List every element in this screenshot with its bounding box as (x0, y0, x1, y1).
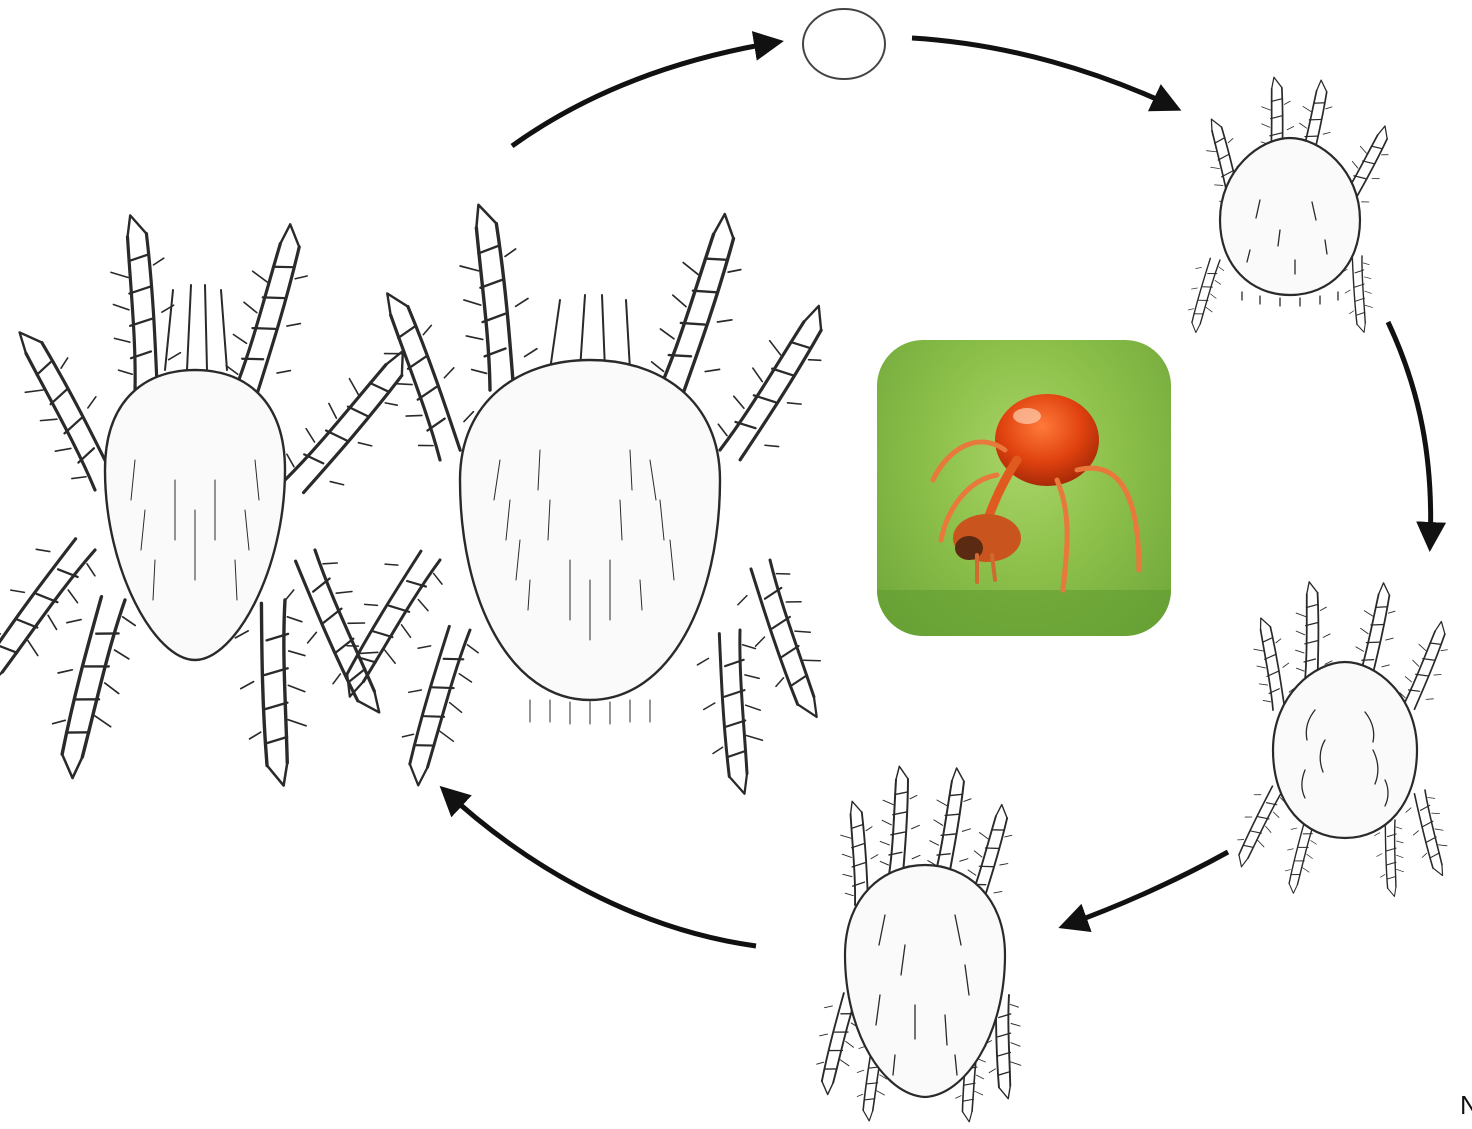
red-velvet-mite-photo (877, 340, 1171, 636)
deutonymph-mite-icon (812, 765, 1031, 1122)
arrow-protonymph-to-deutonymph (1064, 852, 1228, 926)
arrow-deutonymph-to-adult (444, 790, 756, 946)
larva-mite-icon (1184, 76, 1398, 336)
arrow-larva-to-protonymph (1388, 322, 1431, 546)
corner-label: N (1460, 1090, 1472, 1121)
egg-icon (803, 9, 885, 79)
arrow-adult-to-egg (512, 42, 778, 146)
protonymph-mite-icon (1229, 580, 1461, 898)
adult-male-mite-icon (0, 211, 425, 790)
arrow-egg-to-larva (912, 38, 1176, 108)
adult-female-mite-icon (327, 199, 850, 798)
